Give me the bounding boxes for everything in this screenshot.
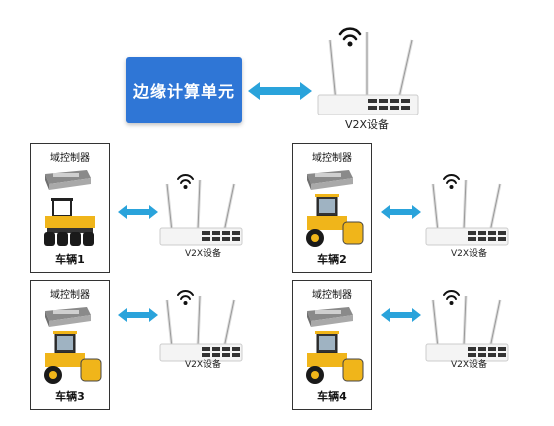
vehicle-icon	[306, 194, 364, 247]
vehicle-label: 车辆1	[55, 253, 85, 266]
link-arrow-1	[118, 205, 158, 219]
router-icon-2	[425, 173, 509, 246]
device-label-3: V2X设备	[184, 360, 222, 370]
router-icon-3	[159, 289, 243, 362]
central-device-label: V2X设备	[344, 118, 390, 131]
device-label-4: V2X设备	[450, 360, 488, 370]
vehicle-label: 车辆3	[55, 390, 85, 403]
controller-label: 域控制器	[312, 153, 352, 164]
link-arrow-2	[381, 205, 421, 219]
edge-computing-unit: 边缘计算单元	[126, 57, 242, 123]
controller-icon	[45, 307, 91, 327]
edge-computing-unit-label: 边缘计算单元	[132, 82, 235, 101]
vehicle-label: 车辆4	[317, 390, 347, 403]
vehicle-icon	[306, 331, 364, 384]
edge-link-arrow	[248, 82, 312, 100]
vehicle-card-4: 域控制器车辆4	[292, 280, 372, 410]
router-icon-4	[425, 289, 509, 362]
vehicle-card-3: 域控制器车辆3	[30, 280, 110, 410]
vehicle-icon	[44, 331, 102, 384]
controller-label: 域控制器	[312, 290, 352, 301]
vehicle-icon	[44, 198, 95, 246]
controller-icon	[307, 307, 353, 327]
device-label-2: V2X设备	[450, 249, 488, 259]
link-arrow-4	[381, 308, 421, 322]
controller-label: 域控制器	[50, 153, 90, 164]
vehicle-card-2: 域控制器车辆2	[292, 143, 372, 273]
controller-label: 域控制器	[50, 290, 90, 301]
link-arrow-3	[118, 308, 158, 322]
device-label-1: V2X设备	[184, 249, 222, 259]
router-icon-1	[159, 173, 243, 246]
vehicle-label: 车辆2	[317, 253, 347, 266]
central-router-icon	[317, 27, 419, 115]
controller-icon	[307, 170, 353, 190]
controller-icon	[45, 170, 91, 190]
vehicle-card-1: 域控制器车辆1	[30, 143, 110, 273]
